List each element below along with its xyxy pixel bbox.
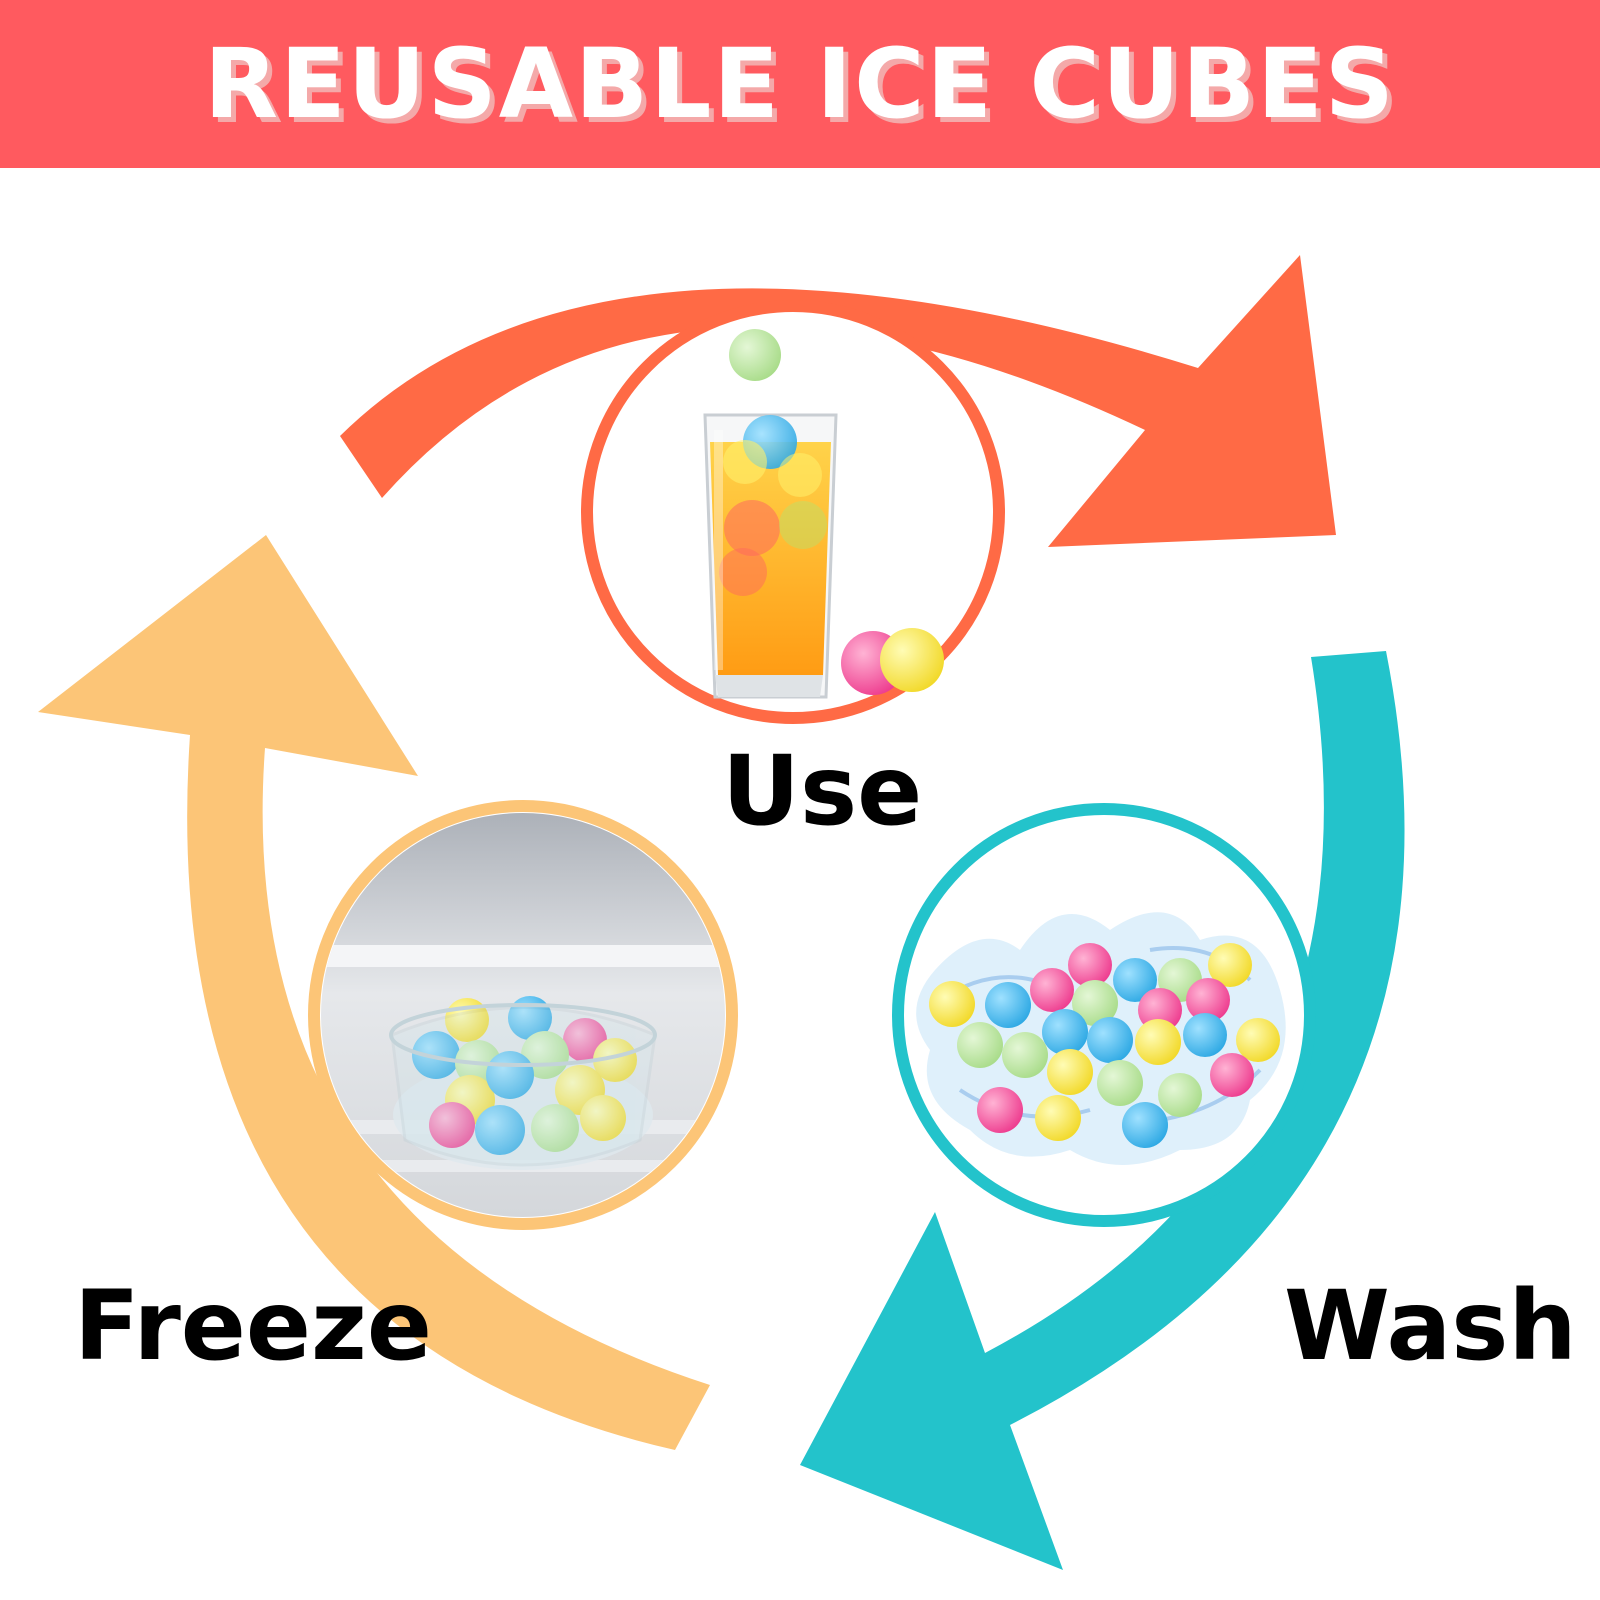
ice-ball-yellow [880,628,944,692]
arrow-wash-to-freeze [800,651,1405,1570]
arrow-use-to-wash [340,255,1336,547]
step-label-use: Use [722,735,923,847]
washing-balls-image [916,912,1286,1165]
step-label-freeze: Freeze [74,1270,432,1382]
arrow-freeze-to-use [38,535,710,1450]
title-banner: REUSABLE ICE CUBES [0,0,1600,168]
freeze-step-circle [308,800,738,1230]
freezer-bowl-image [321,813,725,1217]
ice-ball-green [729,329,781,381]
step-label-wash: Wash [1284,1270,1577,1382]
use-step-circle [581,300,1005,724]
wash-step-circle [892,803,1316,1227]
juice-glass-image [703,329,944,699]
page-title: REUSABLE ICE CUBES [204,28,1396,140]
